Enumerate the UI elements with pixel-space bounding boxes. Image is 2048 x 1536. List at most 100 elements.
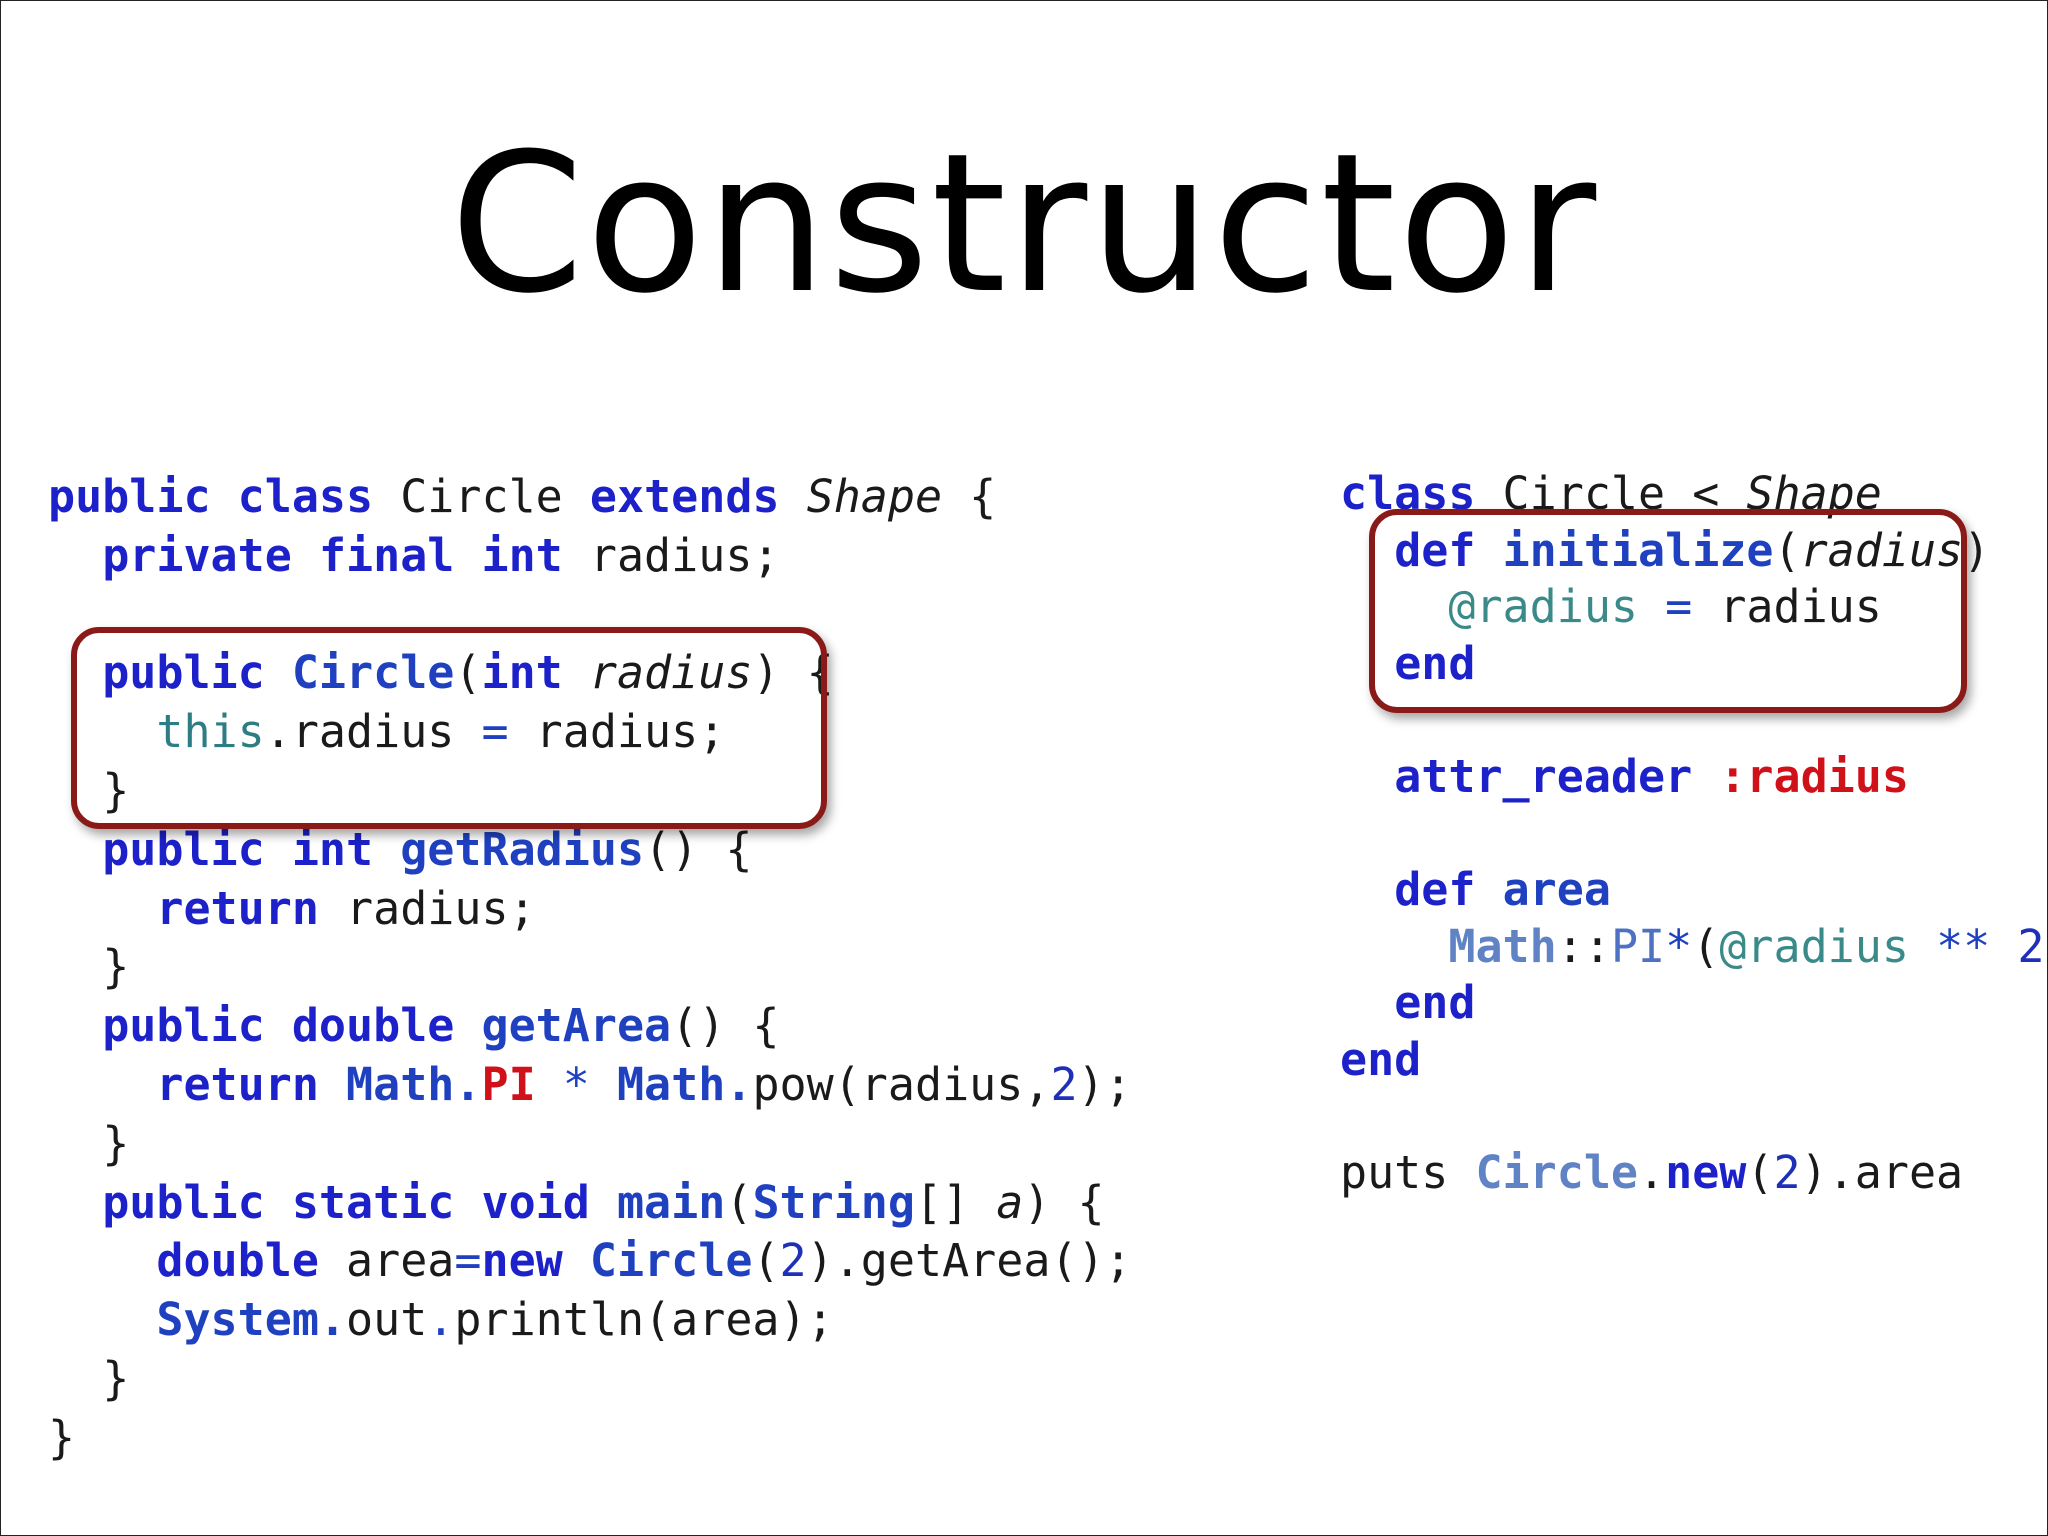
java-keyword: public	[102, 999, 265, 1053]
java-text: (	[752, 1234, 780, 1288]
ruby-keyword: def	[1394, 863, 1476, 917]
java-line-17: }	[48, 1411, 75, 1464]
java-line-6: }	[48, 764, 129, 817]
java-constant: PI	[481, 1057, 536, 1111]
ruby-operator: *	[1665, 919, 1693, 973]
java-number: 2	[779, 1234, 807, 1288]
java-text: radius;	[318, 881, 536, 935]
java-param: radius	[589, 646, 753, 700]
java-brace: }	[102, 1351, 130, 1405]
java-brace: }	[48, 1410, 76, 1464]
ruby-constant: PI	[1610, 919, 1666, 973]
java-line-15: System.out.println(area);	[48, 1293, 834, 1347]
java-line-1: public class Circle extends Shape {	[48, 470, 996, 523]
ruby-method-name: area	[1502, 863, 1611, 917]
java-constructor-name: Circle	[291, 646, 455, 700]
java-keyword: int	[291, 822, 374, 876]
ruby-line-13: puts Circle.new(2).area	[1340, 1146, 1963, 1199]
java-type: Shape	[806, 470, 943, 523]
java-keyword: public	[102, 822, 265, 876]
ruby-line-11: end	[1340, 1033, 1421, 1086]
java-text: ) {	[752, 646, 834, 700]
ruby-instance-var: @radius	[1719, 919, 1909, 973]
java-text: () {	[644, 822, 753, 876]
java-param: a	[996, 1175, 1024, 1229]
ruby-line-10: end	[1340, 976, 1475, 1029]
ruby-text: ::	[1556, 919, 1611, 973]
ruby-number: 2	[1773, 1146, 1801, 1200]
ruby-keyword: new	[1665, 1146, 1747, 1200]
java-text: .radius	[264, 705, 482, 759]
java-text: area	[318, 1234, 455, 1288]
ruby-instance-var: @radius	[1448, 580, 1639, 634]
java-text: );	[1077, 1057, 1132, 1111]
java-text: out	[346, 1293, 428, 1347]
ruby-method-name: initialize	[1502, 523, 1774, 577]
java-line-9: }	[48, 940, 129, 993]
ruby-text: (	[1692, 919, 1720, 973]
java-method-name: getRadius	[400, 822, 645, 876]
java-keyword: public	[102, 1175, 265, 1229]
ruby-keyword: end	[1394, 636, 1476, 690]
java-keyword: final	[318, 528, 455, 582]
java-brace: }	[102, 1116, 130, 1170]
ruby-text: .	[1638, 1146, 1666, 1200]
ruby-line-2: def initialize(radius)	[1340, 524, 1990, 577]
java-keyword: public	[48, 470, 211, 523]
java-operator: =	[481, 705, 509, 759]
ruby-keyword: attr_reader	[1394, 749, 1693, 803]
ruby-text: radius	[1719, 580, 1882, 634]
java-line-11: return Math.PI * Math.pow(radius,2);	[48, 1057, 1132, 1111]
ruby-line-4: end	[1340, 637, 1475, 690]
java-text: {	[942, 470, 997, 523]
java-line-12: }	[48, 1117, 129, 1170]
java-keyword: void	[481, 1175, 590, 1229]
java-line-16: }	[48, 1352, 129, 1405]
java-dot: .	[454, 1057, 482, 1111]
java-text: (	[454, 646, 482, 700]
ruby-line-9: Math::PI*(@radius ** 2)	[1340, 919, 2047, 973]
java-text: ).getArea();	[806, 1234, 1132, 1288]
java-text: println(area);	[454, 1293, 834, 1347]
java-class-ref: Math	[616, 1057, 726, 1111]
ruby-operator: =	[1638, 580, 1720, 634]
java-line-7: public int getRadius() {	[48, 823, 752, 876]
java-text: (	[725, 1175, 753, 1229]
java-brace: }	[102, 940, 130, 994]
java-line-13: public static void main(String[] a) {	[48, 1175, 1104, 1229]
java-text: radius;	[562, 528, 780, 582]
java-line-5: this.radius = radius;	[48, 705, 725, 758]
java-dot: .	[318, 1293, 347, 1347]
ruby-text: )	[2044, 920, 2047, 973]
java-class-ref: Circle	[589, 1234, 753, 1288]
slide-title: Constructor	[449, 113, 1599, 336]
ruby-line-8: def area	[1340, 863, 1611, 916]
java-text: Circle	[373, 470, 590, 523]
ruby-symbol: :radius	[1719, 749, 1909, 803]
java-operator: =	[454, 1234, 482, 1288]
ruby-number: 2	[2017, 919, 2045, 973]
java-line-2: private final int radius;	[48, 528, 780, 582]
ruby-text: (	[1773, 523, 1801, 577]
ruby-class-ref: Circle	[1475, 1146, 1639, 1200]
java-this: this	[156, 705, 265, 759]
java-class-ref: System	[156, 1293, 319, 1347]
java-line-8: return radius;	[48, 881, 536, 935]
java-keyword: double	[291, 999, 455, 1053]
ruby-line-6: attr_reader :radius	[1340, 750, 1909, 803]
ruby-text: )	[1963, 523, 1991, 577]
ruby-keyword: def	[1394, 523, 1476, 577]
java-dot: .	[427, 1293, 455, 1347]
ruby-keyword: end	[1340, 1032, 1422, 1086]
java-keyword: public	[102, 646, 265, 700]
java-code-block: public class Circle extends Shape { priv…	[48, 468, 1132, 1468]
java-line-10: public double getArea() {	[48, 999, 779, 1053]
ruby-class-ref: Math	[1448, 919, 1557, 973]
java-keyword: static	[291, 1175, 455, 1229]
ruby-text: (	[1746, 1146, 1774, 1200]
java-dot: .	[725, 1057, 753, 1111]
java-line-4: public Circle(int radius) {	[48, 646, 834, 699]
java-keyword: return	[156, 1057, 319, 1111]
java-line-14: double area=new Circle(2).getArea();	[48, 1234, 1132, 1288]
